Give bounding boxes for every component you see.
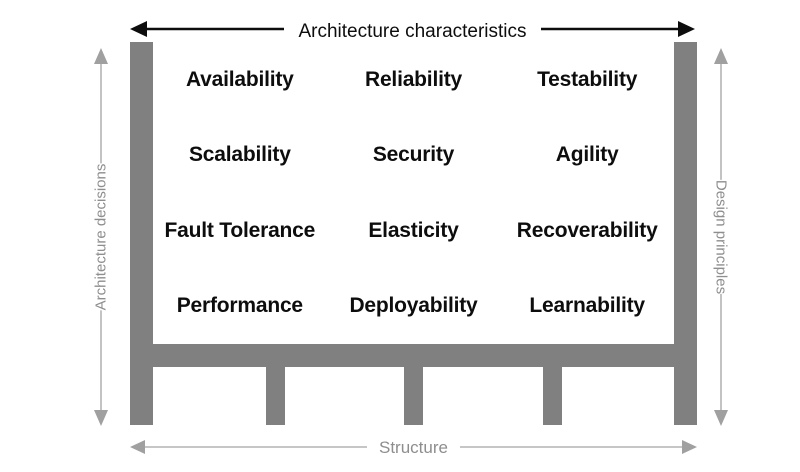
characteristic-item: Testability [537,67,638,91]
top-axis-arrow: Architecture characteristics [130,12,695,46]
base-leg [404,367,423,425]
right-axis-label: Design principles [707,179,735,295]
characteristic-item: Deployability [349,294,478,318]
characteristic-item: Elasticity [368,218,459,242]
characteristic-item: Agility [555,143,619,167]
right-axis: Design principles [704,48,738,426]
characteristic-item: Reliability [364,67,462,91]
bottom-axis-label-wrap: Structure [130,438,697,457]
characteristic-item: Learnability [529,294,645,318]
characteristic-item: Performance [176,294,303,318]
base-beam [130,344,697,367]
left-column [130,42,153,425]
top-axis-label: Architecture characteristics [284,21,541,42]
base-leg [266,367,285,425]
bottom-axis-label: Structure [367,438,460,457]
characteristic-item: Recoverability [516,218,658,242]
base-leg [543,367,562,425]
top-axis-label-wrap: Architecture characteristics [130,21,695,43]
bottom-axis-arrow: Structure [130,432,697,462]
characteristics-grid: Availability Reliability Testability Sca… [153,42,674,344]
characteristic-item: Security [372,143,455,167]
left-axis-label: Architecture decisions [87,163,115,311]
right-column [674,42,697,425]
characteristic-item: Scalability [188,143,291,167]
left-axis: Architecture decisions [84,48,118,426]
characteristic-item: Fault Tolerance [164,218,316,242]
characteristic-item: Availability [185,67,294,91]
